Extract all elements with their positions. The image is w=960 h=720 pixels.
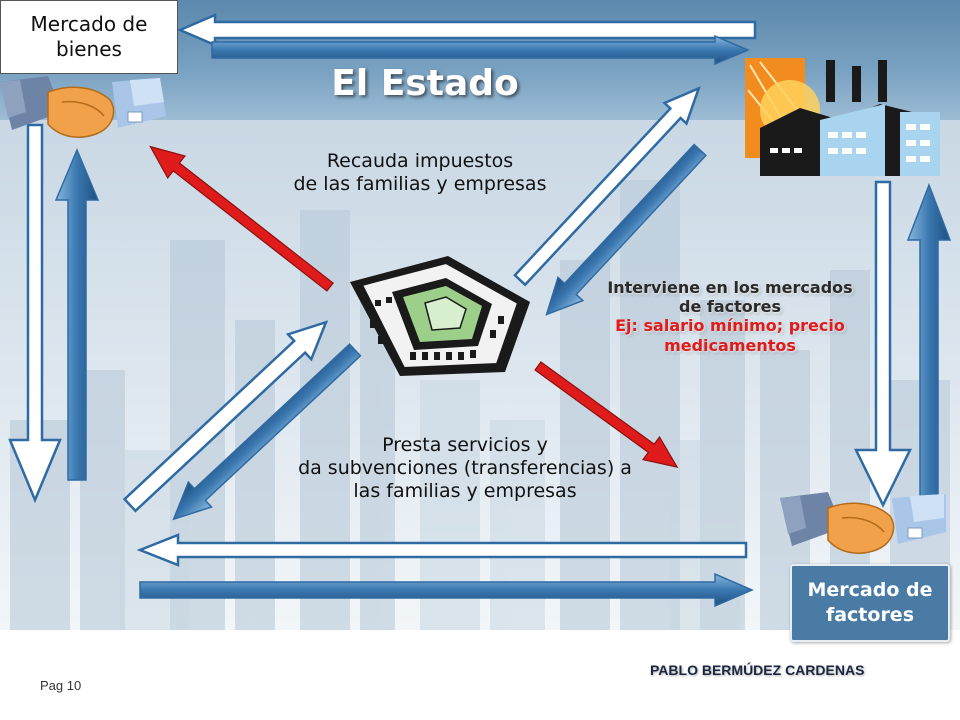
arrow-red-to-bienes — [149, 145, 334, 292]
handshake-icon — [0, 76, 166, 138]
arrow-left-up-blue — [54, 148, 100, 481]
author-name: PABLO BERMÚDEZ CARDENAS — [650, 662, 865, 678]
presta-line2: da subvenciones (transferencias) a — [298, 456, 632, 479]
arrow-right-down-white — [853, 180, 913, 508]
arrow-bottom-left-white — [136, 533, 748, 567]
mercado-bienes-line1: Mercado de — [30, 12, 148, 36]
arrow-diag-white-to-center — [122, 320, 329, 513]
arrow-right-up-blue — [906, 182, 952, 501]
slide-title: El Estado — [331, 63, 519, 104]
recauda-text: Recauda impuestos de las familias y empr… — [250, 150, 590, 196]
mercado-factores-line2: factores — [825, 604, 915, 626]
interviene-text: Interviene en los mercados de factores E… — [575, 278, 885, 355]
page-number: Pag 10 — [40, 678, 82, 693]
interviene-example-line1: Ej: salario mínimo; precio — [615, 316, 845, 336]
government-building-icon — [350, 256, 530, 376]
arrow-red-to-factores — [534, 361, 679, 468]
presta-text: Presta servicios y da subvenciones (tran… — [255, 434, 675, 502]
mercado-factores-box: Mercado de factores — [790, 564, 950, 642]
interviene-line1: Interviene en los mercados — [607, 278, 853, 297]
arrow-bottom-right-blue — [139, 572, 754, 608]
presta-line3: las familias y empresas — [353, 479, 577, 502]
arrow-diag-white-to-factory — [513, 86, 701, 287]
recauda-line1: Recauda impuestos — [326, 150, 514, 172]
arrow-left-down-white — [8, 123, 62, 504]
background-bottom — [0, 630, 960, 720]
recauda-line2: de las familias y empresas — [293, 172, 547, 195]
arrow-top-right-blue — [211, 34, 750, 66]
presta-line1: Presta servicios y — [382, 434, 548, 456]
interviene-example-line2: medicamentos — [664, 335, 796, 355]
factory-icon — [745, 58, 940, 176]
mercado-bienes-line2: bienes — [56, 37, 122, 61]
arrow-diag-blue-to-families — [172, 343, 362, 521]
mercado-factores-line1: Mercado de — [807, 579, 933, 602]
arrow-top-left-white — [176, 13, 757, 47]
interviene-line2: de factores — [678, 297, 782, 317]
handshake-icon — [780, 492, 946, 554]
mercado-bienes-box: Mercado de bienes — [0, 0, 178, 74]
arrow-diag-blue-from-factory — [545, 143, 707, 316]
